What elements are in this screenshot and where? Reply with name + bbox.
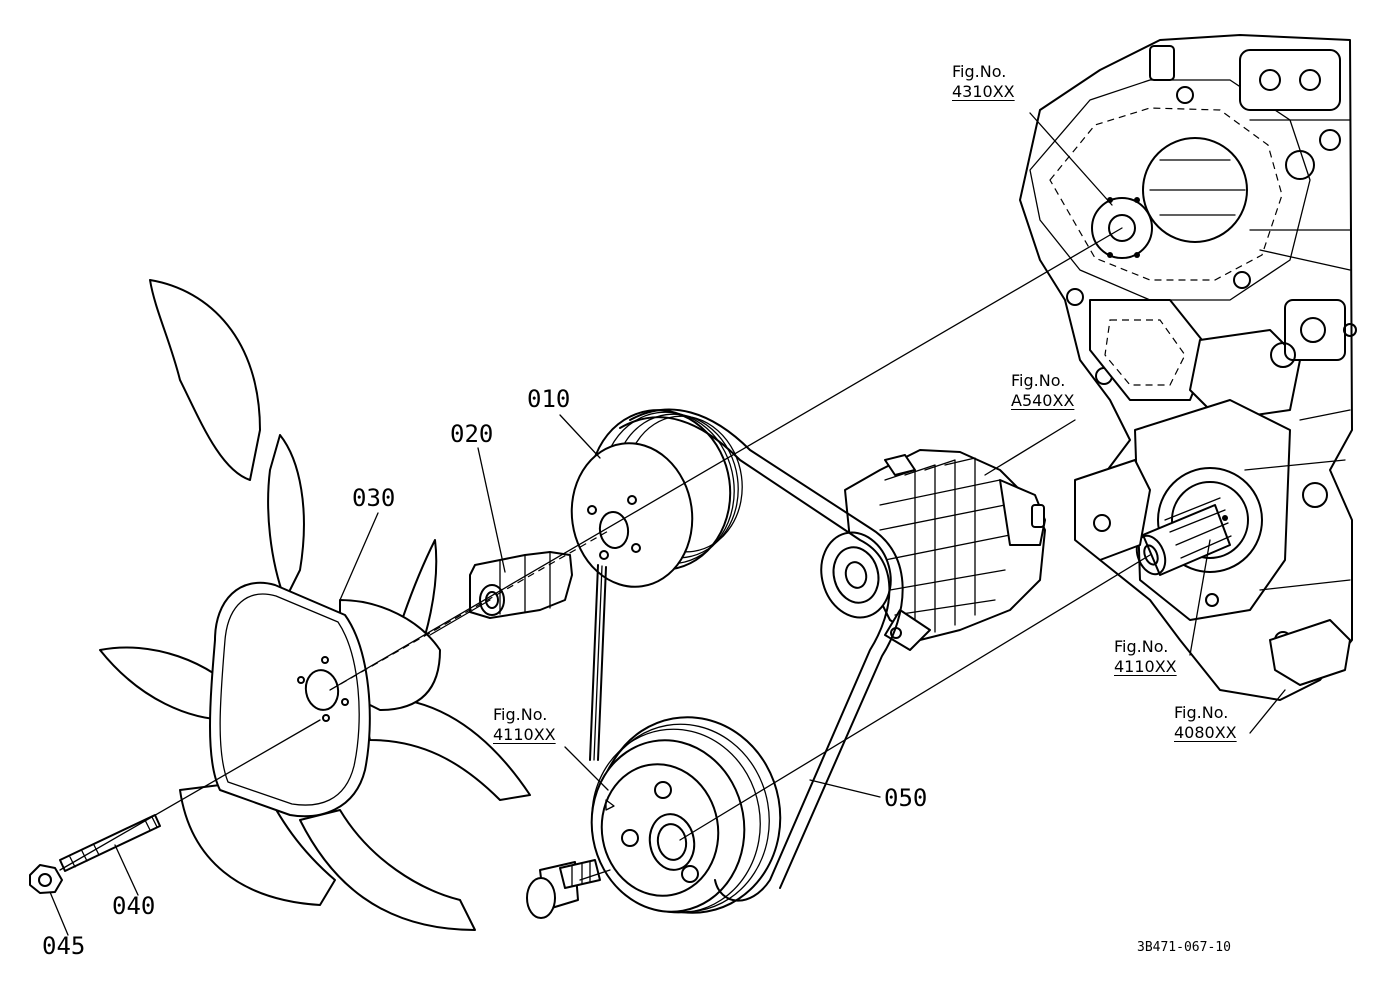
engine-block bbox=[1019, 34, 1357, 701]
part-label-010: 010 bbox=[527, 385, 571, 413]
fig-ref-4310xx[interactable]: Fig.No. 4310XX bbox=[952, 62, 1015, 102]
assembly-lines bbox=[59, 227, 1151, 881]
fig-ref-a540xx[interactable]: Fig.No. A540XX bbox=[1011, 371, 1074, 411]
fig-ref-label: Fig.No. bbox=[493, 705, 548, 724]
fig-ref-number: 4310XX bbox=[952, 82, 1015, 101]
fig-ref-4110xx-lower[interactable]: Fig.No. 4110XX bbox=[493, 705, 556, 745]
part-label-030: 030 bbox=[352, 484, 396, 512]
fan-pulley bbox=[570, 409, 743, 588]
fig-ref-label: Fig.No. bbox=[952, 62, 1007, 81]
spacer bbox=[469, 551, 573, 619]
fig-ref-number: A540XX bbox=[1011, 391, 1075, 410]
fig-ref-label: Fig.No. bbox=[1011, 371, 1066, 390]
fig-ref-4110xx-upper[interactable]: Fig.No. 4110XX bbox=[1114, 637, 1177, 677]
alternator bbox=[820, 449, 1046, 651]
fig-ref-4080xx[interactable]: Fig.No. 4080XX bbox=[1174, 703, 1237, 743]
crank-bolt bbox=[526, 859, 601, 919]
drawing-code: 3B471-067-10 bbox=[1137, 940, 1231, 955]
fig-ref-number: 4080XX bbox=[1174, 723, 1237, 742]
fig-ref-number: 4110XX bbox=[493, 725, 556, 744]
fig-ref-number: 4110XX bbox=[1114, 657, 1177, 676]
fig-ref-label: Fig.No. bbox=[1174, 703, 1229, 722]
crank-pulley bbox=[590, 716, 782, 914]
part-label-020: 020 bbox=[450, 420, 494, 448]
part-label-050: 050 bbox=[884, 784, 928, 812]
part-label-045: 045 bbox=[42, 932, 86, 960]
fig-ref-label: Fig.No. bbox=[1114, 637, 1169, 656]
v-belt bbox=[589, 408, 904, 902]
cooling-fan bbox=[99, 279, 531, 931]
leader-lines bbox=[49, 112, 1286, 936]
hex-nut bbox=[29, 864, 63, 894]
part-label-040: 040 bbox=[112, 892, 156, 920]
stud-bolt bbox=[59, 814, 161, 872]
